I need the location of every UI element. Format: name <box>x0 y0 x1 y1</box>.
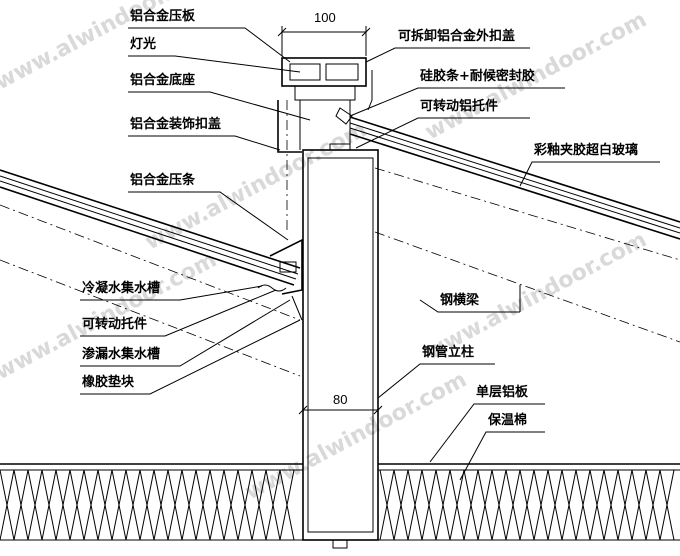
insulation-hatch-mark <box>139 469 155 541</box>
label-rotatable-al-bracket: 可转动铝托件 <box>420 98 498 114</box>
dimension-top-width: 100 <box>314 10 336 25</box>
insulation-hatch-mark <box>449 469 465 541</box>
steel-tube-column <box>302 143 379 549</box>
insulation-hatch-mark <box>265 469 281 541</box>
insulation-hatch-mark <box>589 469 605 541</box>
insulation-hatch-left <box>0 469 295 541</box>
insulation-hatch-mark <box>167 469 183 541</box>
label-aluminum-base: 铝合金底座 <box>130 72 195 88</box>
dimension-80: 80 <box>298 392 383 415</box>
insulation-hatch-mark <box>153 469 169 541</box>
insulation-hatch-mark <box>13 469 29 541</box>
insulation-hatch-mark <box>491 469 507 541</box>
top-cap-assembly <box>277 57 373 230</box>
insulation-layer <box>0 463 680 541</box>
insulation-hatch-mark <box>519 469 535 541</box>
watermark-group: www.alwindoor.com www.alwindoor.com www.… <box>0 0 651 505</box>
insulation-hatch-mark <box>547 469 563 541</box>
insulation-hatch-mark <box>223 469 239 541</box>
insulation-hatch-mark <box>435 469 451 541</box>
insulation-hatch-mark <box>27 469 43 541</box>
label-aluminum-press-strip: 铝合金压条 <box>130 172 196 188</box>
insulation-hatch-mark <box>97 469 113 541</box>
insulation-hatch-mark <box>279 469 295 541</box>
label-single-al-panel: 单层铝板 <box>476 384 529 400</box>
label-seepage-gutter: 渗漏水集水槽 <box>82 346 160 362</box>
label-light: 灯光 <box>130 36 156 52</box>
insulation-hatch-mark <box>631 469 647 541</box>
insulation-hatch-mark <box>237 469 253 541</box>
insulation-hatch-mark <box>181 469 197 541</box>
insulation-hatch-mark <box>617 469 633 541</box>
insulation-hatch-mark <box>125 469 141 541</box>
insulation-hatch-mark <box>83 469 99 541</box>
label-aluminum-pressure-plate: 铝合金压板 <box>130 8 196 24</box>
right-callouts: 可拆卸铝合金外扣盖 硅胶条+耐候密封胶 可转动铝托件 彩釉夹胶超白玻璃 钢横梁 … <box>349 28 660 481</box>
insulation-hatch-mark <box>477 469 493 541</box>
dimension-column-width: 80 <box>333 392 347 407</box>
insulation-hatch-mark <box>659 469 675 541</box>
label-rubber-pad: 橡胶垫块 <box>82 374 135 390</box>
insulation-hatch-mark <box>0 469 15 541</box>
insulation-hatch-mark <box>505 469 521 541</box>
insulation-hatch-right <box>379 469 675 541</box>
insulation-hatch-mark <box>645 469 661 541</box>
insulation-hatch-mark <box>575 469 591 541</box>
insulation-hatch-mark <box>111 469 127 541</box>
insulation-hatch-mark <box>41 469 57 541</box>
right-glass-panel <box>349 116 680 343</box>
label-aluminum-decor-cover: 铝合金装饰扣盖 <box>130 116 221 132</box>
label-steel-column: 钢管立柱 <box>422 344 474 360</box>
insulation-hatch-mark <box>603 469 619 541</box>
insulation-hatch-mark <box>463 469 479 541</box>
insulation-hatch-mark <box>251 469 267 541</box>
insulation-hatch-mark <box>407 469 423 541</box>
insulation-hatch-mark <box>379 469 395 541</box>
insulation-hatch-mark <box>69 469 85 541</box>
label-removable-outer-cover: 可拆卸铝合金外扣盖 <box>398 28 515 44</box>
insulation-hatch-mark <box>209 469 225 541</box>
watermark: www.alwindoor.com <box>241 367 471 505</box>
label-colored-laminated-glass: 彩釉夹胶超白玻璃 <box>533 142 638 158</box>
insulation-hatch-mark <box>195 469 211 541</box>
insulation-hatch-mark <box>561 469 577 541</box>
insulation-hatch-mark <box>421 469 437 541</box>
label-condensate-gutter: 冷凝水集水槽 <box>82 280 160 296</box>
label-steel-beam: 钢横梁 <box>440 292 480 308</box>
dimension-100: 100 <box>277 10 371 56</box>
label-rotatable-bracket: 可转动托件 <box>82 316 147 332</box>
label-silicone-sealant: 硅胶条+耐候密封胶 <box>420 68 535 84</box>
left-bracket-assembly <box>257 238 303 321</box>
left-callouts: 铝合金压板 灯光 铝合金底座 铝合金装饰扣盖 铝合金压条 冷凝水集水槽 可转动托… <box>80 8 311 395</box>
insulation-hatch-mark <box>393 469 409 541</box>
insulation-hatch-mark <box>55 469 71 541</box>
insulation-hatch-mark <box>533 469 549 541</box>
label-insulation-wool: 保温棉 <box>487 412 527 428</box>
